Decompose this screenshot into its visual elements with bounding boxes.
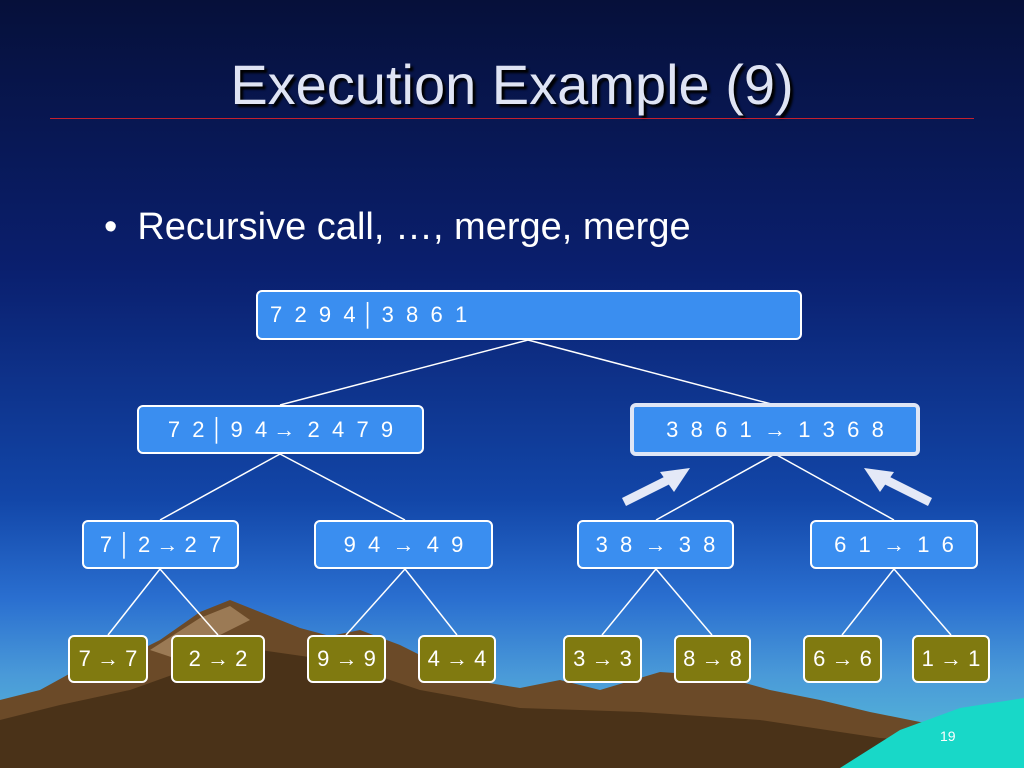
edge-root-left <box>279 339 529 406</box>
tree-node-root: 7 2 9 4 │ 3 8 6 1 <box>256 290 802 340</box>
edge <box>601 568 657 636</box>
bullet-text: Recursive call, …, merge, merge <box>137 206 691 248</box>
merge-arrow-right <box>879 473 933 507</box>
edge-root-right <box>527 339 776 406</box>
edge <box>107 568 161 636</box>
merge-arrow-left-head <box>660 468 690 492</box>
edge <box>404 568 458 636</box>
edge <box>279 453 406 521</box>
bullet-item: • Recursive call, …, merge, merge <box>104 206 691 249</box>
edge <box>159 568 219 636</box>
bullet-dot: • <box>104 206 118 248</box>
edge <box>159 453 281 521</box>
tree-leaf: 3 → 3 <box>563 635 642 683</box>
edge <box>345 568 406 636</box>
merge-arrow-left <box>621 473 675 507</box>
merge-arrow-right-head <box>864 468 894 492</box>
tree-node-level1-right: 3 8 6 1 → 1 3 6 8 <box>630 403 920 456</box>
tree-leaf: 9 → 9 <box>307 635 386 683</box>
title-divider <box>50 118 974 119</box>
tree-edges <box>107 339 952 636</box>
tree-leaf: 8 → 8 <box>674 635 751 683</box>
tree-node-level1-left: 7 2 │ 9 4 → 2 4 7 9 <box>137 405 424 454</box>
edge <box>655 453 776 521</box>
tree-node-level2: 9 4 → 4 9 <box>314 520 493 569</box>
tree-leaf: 2 → 2 <box>171 635 265 683</box>
merge-arrows <box>621 468 933 507</box>
tree-leaf: 1 → 1 <box>912 635 990 683</box>
page-number: 19 <box>940 728 956 744</box>
tree-leaf: 6 → 6 <box>803 635 882 683</box>
tree-leaf: 7 → 7 <box>68 635 148 683</box>
edge <box>841 568 895 636</box>
edge <box>655 568 713 636</box>
tree-leaf: 4 → 4 <box>418 635 496 683</box>
slide-title: Execution Example (9) <box>230 53 794 116</box>
tree-node-level2: 6 1 → 1 6 <box>810 520 978 569</box>
edge <box>893 568 952 636</box>
tree-node-level2: 7 │ 2 → 2 7 <box>82 520 239 569</box>
sea-shore <box>840 698 1024 768</box>
tree-node-level2: 3 8 → 3 8 <box>577 520 734 569</box>
edge <box>774 453 895 521</box>
